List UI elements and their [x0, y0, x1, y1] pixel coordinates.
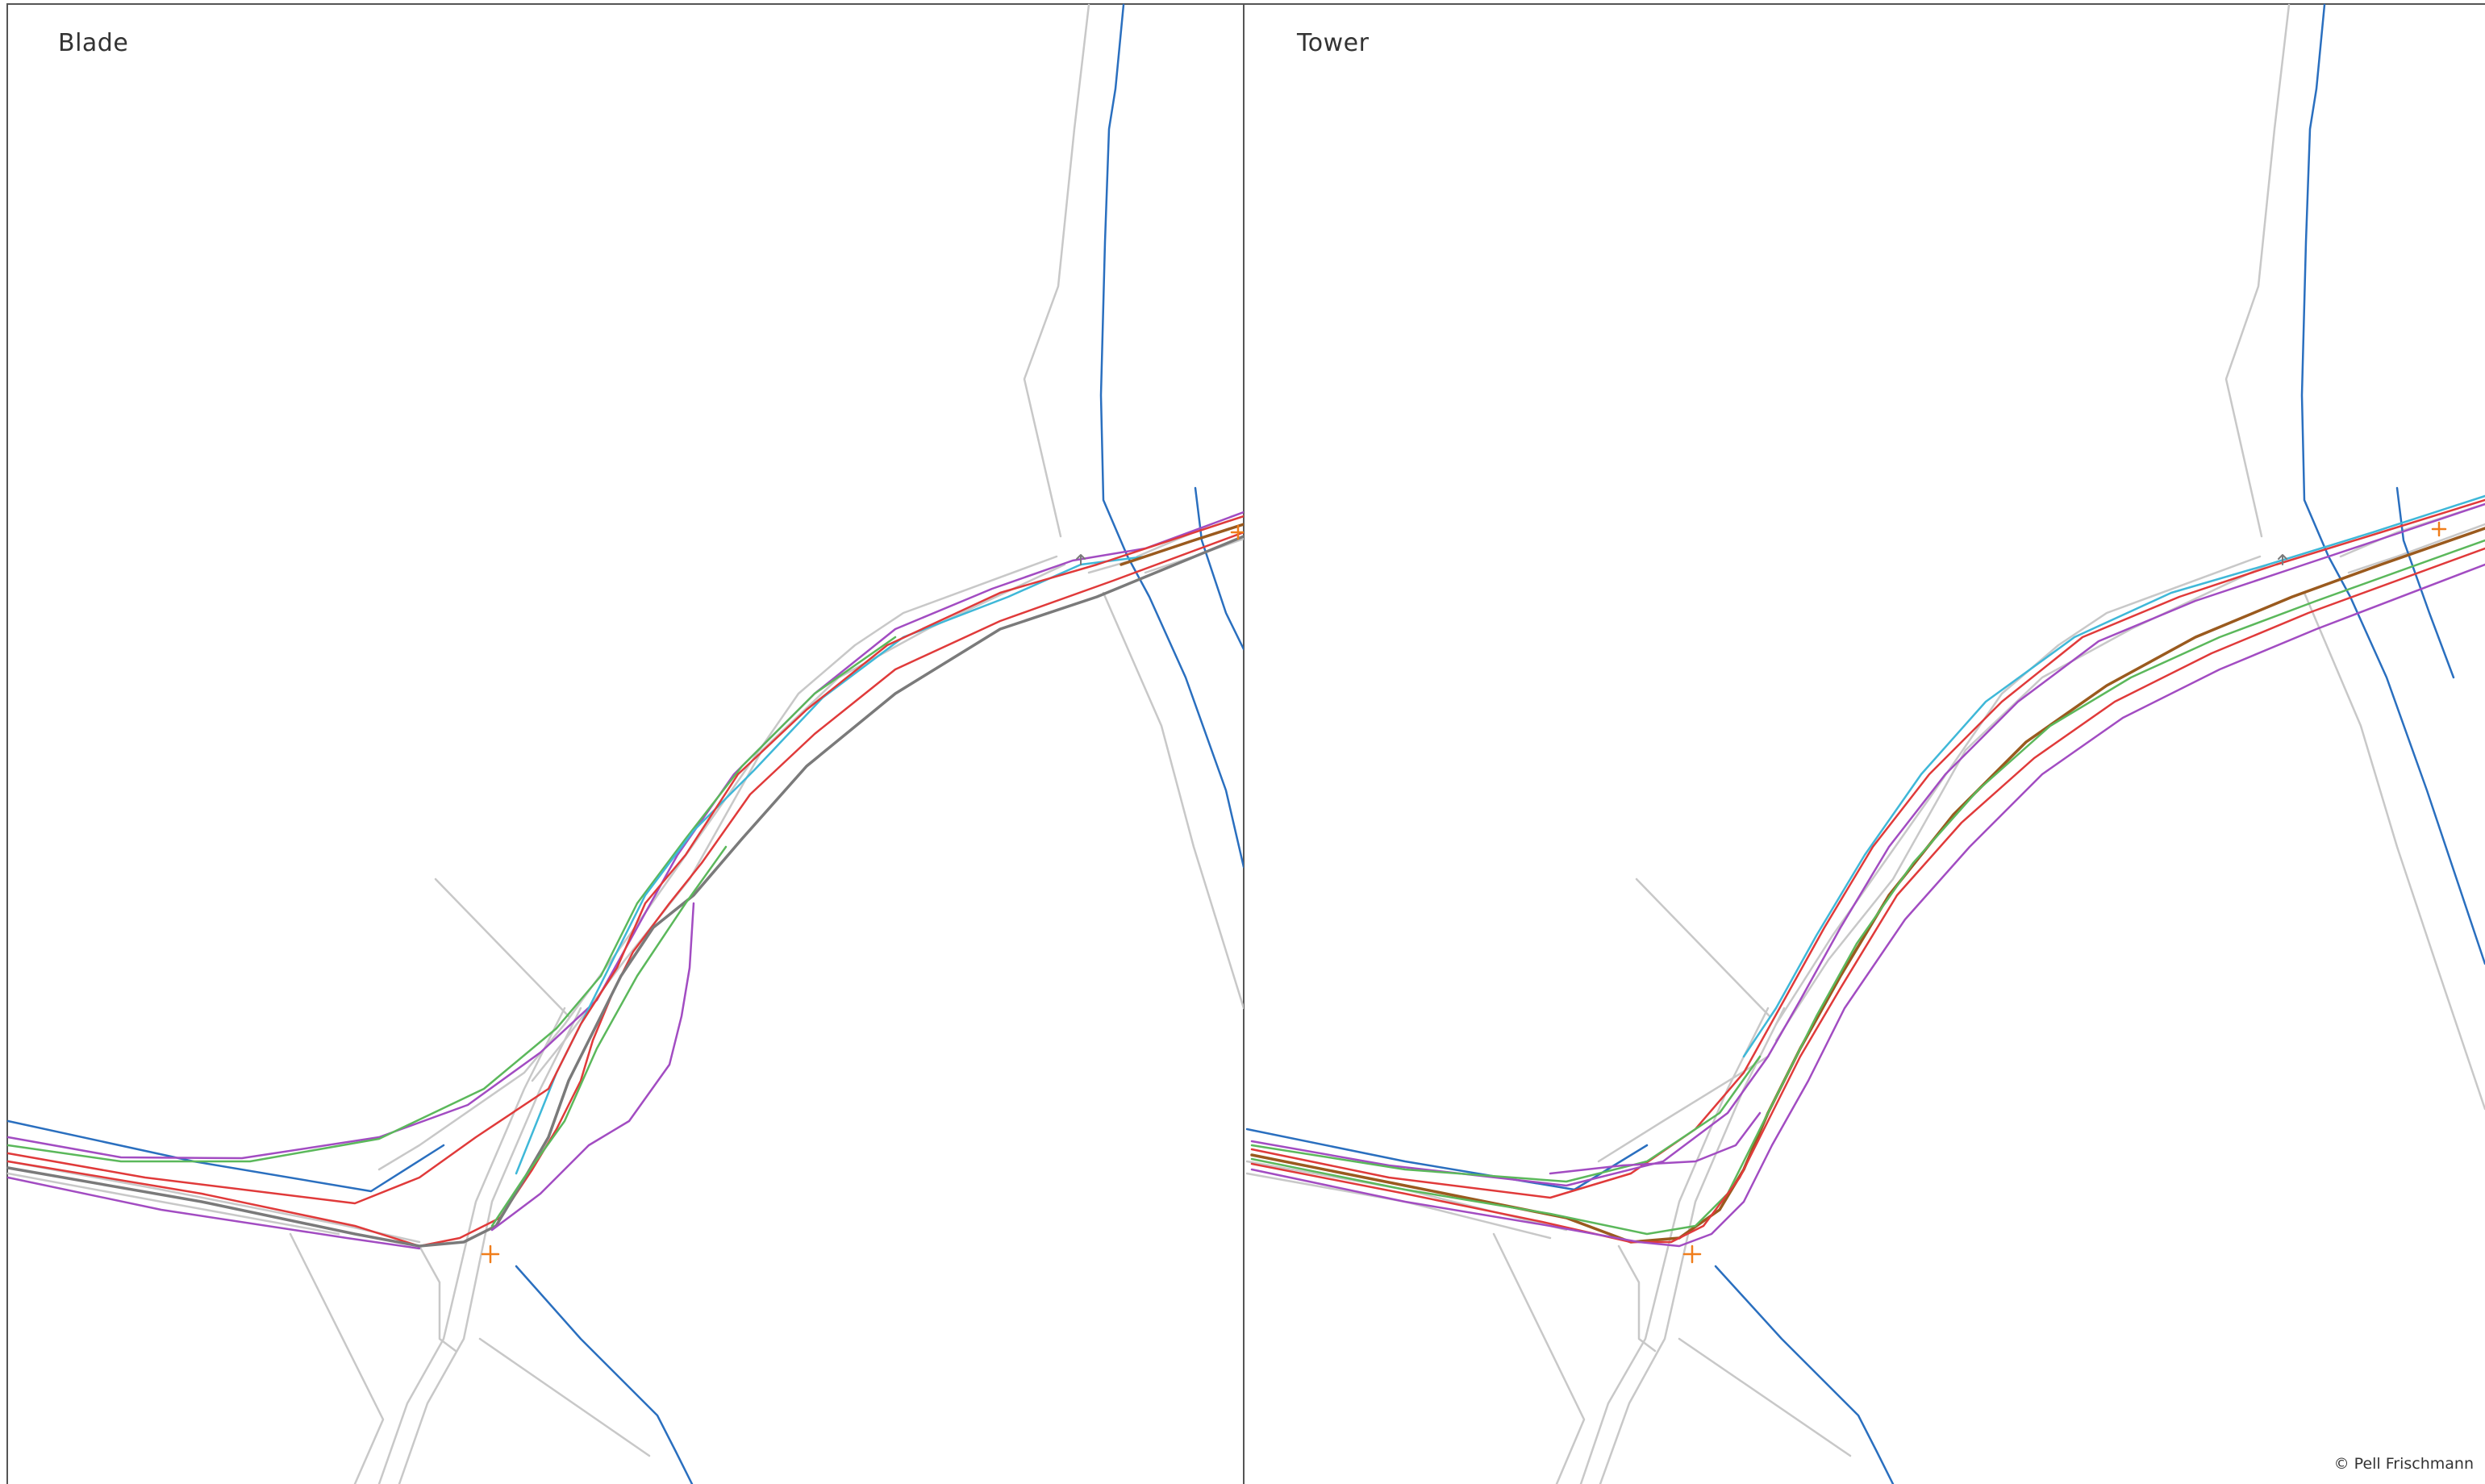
- setting-out-markers: [1682, 521, 2447, 1264]
- road-edges: [6, 3, 1244, 1484]
- panel-blade: Blade: [6, 3, 1244, 1484]
- road-edges: [1245, 3, 2485, 1484]
- watercourses: [1245, 3, 2485, 1484]
- panel-tower: Tower © Pell Frischmann: [1244, 0, 2485, 1484]
- swept-paths: [6, 511, 1244, 1250]
- frame-top: [6, 3, 2485, 5]
- panel-title-blade: Blade: [58, 29, 129, 57]
- north-arrow-small: [1076, 554, 1086, 565]
- tower-swept-path-diagram: [1245, 3, 2485, 1484]
- north-arrow-small: [2278, 554, 2287, 565]
- copyright-credit: © Pell Frischmann: [2333, 1455, 2474, 1473]
- setting-out-markers: [481, 524, 1244, 1264]
- swept-paths: [1250, 494, 2485, 1248]
- frame-left: [6, 3, 8, 1484]
- panel-title-tower: Tower: [1297, 29, 1370, 57]
- watercourses: [6, 3, 1244, 1484]
- blade-swept-path-diagram: [6, 3, 1244, 1484]
- frame-divider: [1243, 3, 1245, 1484]
